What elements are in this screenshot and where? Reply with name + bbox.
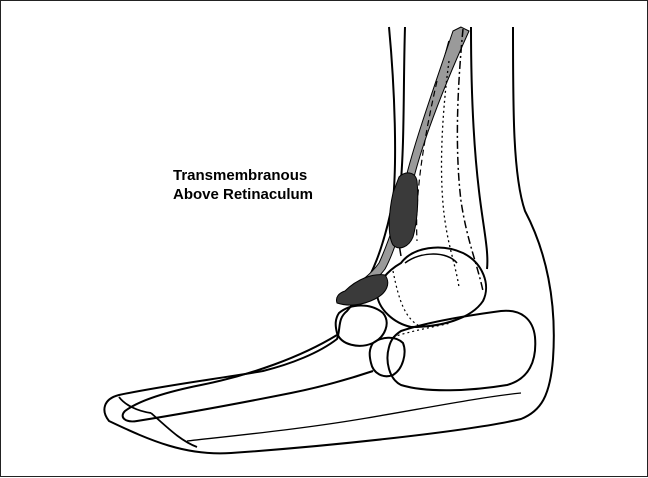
talus-dome-arc [405,254,457,263]
annotation-line-2: Above Retinaculum [173,185,313,204]
annotation-line-1: Transmembranous [173,166,313,185]
talus-dashed-contour [393,271,421,327]
lower-lesion [336,275,387,305]
annotation-label: Transmembranous Above Retinaculum [173,166,313,204]
membrane-dotted-line [442,61,459,287]
tibia-outline [471,27,487,269]
plantar-line [187,393,521,441]
calcaneus-outline [388,311,536,391]
metatarsal-outline [123,335,373,421]
